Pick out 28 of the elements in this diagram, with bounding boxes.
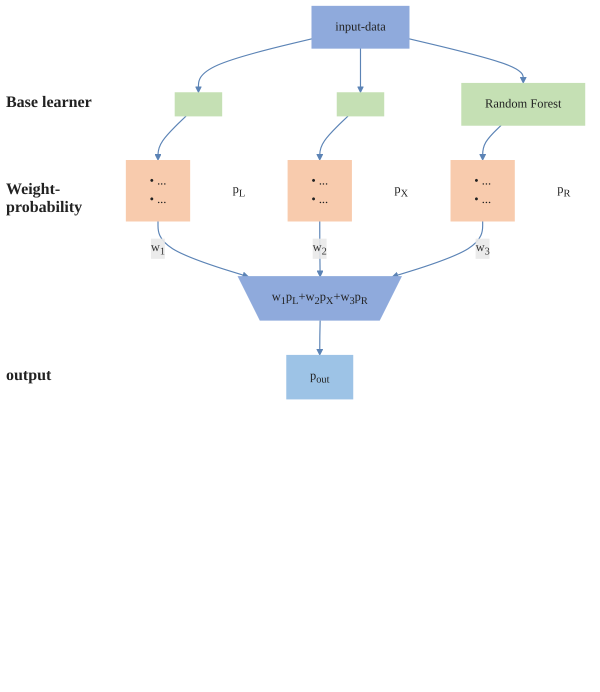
node-box [126,160,190,222]
arrow [316,320,324,356]
arrow [408,38,527,84]
node-label: p$_{L}$ [232,182,246,199]
group-label: Weight-probability [6,180,84,217]
node-box [174,92,222,116]
flowchart-drawing: w$_{1}$ w$_{2}$ w$_{3}$ input-data Random Forest • ... • ... p$_{L}$ • ... • ... p$_{X}$ • ... • ... p$_{R}$ w$_{1}$p$_{L}$+w$_{2}$p$_{X}$+w$_{3}$p$_{R}$ p$_{out}$ [120,0,600,406]
arrow [479,124,502,161]
node-box [311,6,410,49]
edge-label: w$_{2}$ [312,240,327,257]
node-box [461,82,586,126]
arrow [157,221,250,278]
node-box [336,92,384,116]
arrow [154,116,187,161]
node-box [288,160,352,222]
arrow [316,116,349,161]
node-label: p$_{R}$ [557,182,570,199]
arrow [195,38,312,93]
node-label: p$_{X}$ [394,182,408,199]
arrow [357,48,364,93]
edge-label: w$_{1}$ [150,240,166,257]
node-box [450,160,515,222]
group-label: output [6,367,52,386]
node-box [286,354,354,400]
group-label: Base learner [6,94,93,112]
arrow [392,221,484,278]
arrow [316,221,324,278]
edge-label: w$_{3}$ [476,240,490,257]
